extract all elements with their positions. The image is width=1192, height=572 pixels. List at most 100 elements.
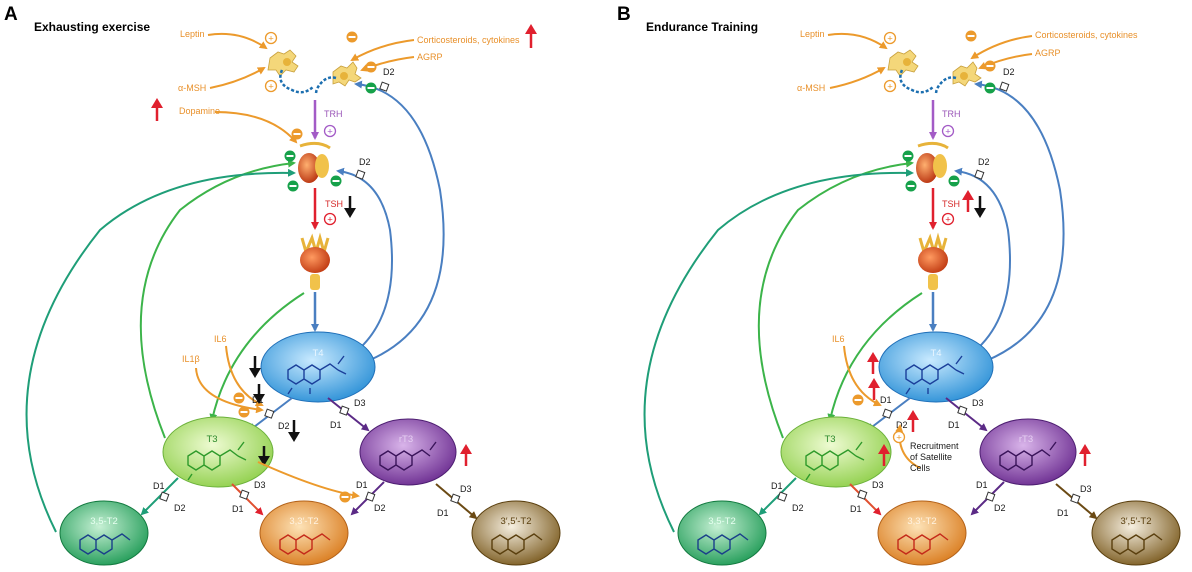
down-arrow-icon <box>974 196 986 218</box>
tsh-label: TSH <box>325 199 343 209</box>
rt3-hormone: rT3 <box>979 418 1077 486</box>
plus-circle-icon: + <box>264 31 278 45</box>
molecule-icon <box>79 533 131 555</box>
up-arrow-icon <box>907 410 919 432</box>
il1b-label: IL1β <box>182 354 200 364</box>
molecule-icon <box>491 533 543 555</box>
deiodinase-square-icon <box>974 169 985 180</box>
deiodinase-square-icon <box>999 81 1010 92</box>
up-arrow-icon <box>525 24 537 48</box>
d1-label: D1 <box>232 504 244 514</box>
plus-circle-icon: + <box>941 212 955 226</box>
d2-label: D2 <box>1003 67 1015 77</box>
minus-circle-icon <box>238 406 250 418</box>
deiodinase-square-icon <box>339 405 350 416</box>
t2-35-hormone: 3,5-T2 <box>677 500 767 566</box>
thyroid-gland-icon <box>300 232 330 290</box>
d1-label: D1 <box>356 480 368 490</box>
deiodinase-square-icon <box>239 489 250 500</box>
d1-label: D1 <box>330 420 342 430</box>
t3-hormone: T3 <box>780 416 892 488</box>
d2-label: D2 <box>978 157 990 167</box>
minus-circle-icon <box>852 394 864 406</box>
deiodinase-square-icon <box>1070 493 1081 504</box>
svg-text:+: + <box>268 82 274 93</box>
panel-b: B Endurance Training Leptin + α-MSH + Co… <box>617 4 1181 566</box>
up-arrow-icon <box>962 190 974 212</box>
svg-text:+: + <box>896 433 902 444</box>
leptin-label: Leptin <box>800 29 825 39</box>
rt3-label: rT3 <box>399 434 413 445</box>
molecule-icon <box>697 533 749 555</box>
plus-circle-icon: + <box>883 31 897 45</box>
panel-letter: B <box>617 4 631 25</box>
panel-title: Endurance Training <box>646 20 758 34</box>
il6-label: IL6 <box>832 334 845 344</box>
agrp-label: AGRP <box>417 52 443 62</box>
plus-circle-icon: + <box>264 79 278 93</box>
molecule-icon <box>805 441 865 481</box>
t2-35p-label: 3′,5′-T2 <box>500 516 531 527</box>
panel-letter: A <box>4 4 18 25</box>
t3-label: T3 <box>824 434 835 445</box>
t2-35-hormone: 3,5-T2 <box>59 500 149 566</box>
d2-label: D2 <box>174 503 186 513</box>
minus-circle-icon <box>346 31 358 43</box>
neuron-icon <box>267 49 362 95</box>
d1-label: D1 <box>1057 508 1069 518</box>
t3-label: T3 <box>206 434 217 445</box>
thyroid-gland-icon <box>918 232 948 290</box>
trh-label: TRH <box>942 109 961 119</box>
corticosteroids-label: Corticosteroids, cytokines <box>1035 30 1138 40</box>
minus-circle-icon <box>284 150 296 162</box>
minus-circle-icon <box>233 392 245 404</box>
d1-label: D1 <box>976 480 988 490</box>
d1-label: D1 <box>771 481 783 491</box>
up-arrow-icon <box>878 444 890 466</box>
molecule-icon <box>1111 533 1163 555</box>
satellite-label-3: Cells <box>910 463 931 473</box>
minus-circle-icon <box>365 82 377 94</box>
t2-33-hormone: 3,3′-T2 <box>259 500 349 566</box>
deiodinase-square-icon <box>379 81 390 92</box>
deiodinase-square-icon <box>957 405 968 416</box>
deiodinase-square-icon <box>365 491 376 502</box>
molecule-icon <box>279 533 331 555</box>
t2-35-label: 3,5-T2 <box>90 516 117 527</box>
t2-35p-hormone: 3′,5′-T2 <box>471 500 561 566</box>
d1-label: D1 <box>437 508 449 518</box>
t4-label: T4 <box>930 348 941 359</box>
d1-label: D1 <box>252 395 264 405</box>
deiodinase-square-icon <box>355 169 366 180</box>
d2-label: D2 <box>792 503 804 513</box>
plus-circle-icon: + <box>941 124 955 138</box>
molecule-icon <box>897 533 949 555</box>
minus-circle-icon <box>902 150 914 162</box>
t2-33-hormone: 3,3′-T2 <box>877 500 967 566</box>
plus-circle-icon: + <box>323 212 337 226</box>
t4-hormone: T4 <box>878 331 994 403</box>
deiodinase-square-icon <box>777 491 788 502</box>
d1-label: D1 <box>153 481 165 491</box>
minus-circle-icon <box>948 175 960 187</box>
deiodinase-square-icon <box>450 493 461 504</box>
t3-hormone: T3 <box>162 416 274 488</box>
t2-35-label: 3,5-T2 <box>708 516 735 527</box>
panel-title: Exhausting exercise <box>34 20 150 34</box>
il6-label: IL6 <box>214 334 227 344</box>
agrp-label: AGRP <box>1035 48 1061 58</box>
t2-35p-hormone: 3′,5′-T2 <box>1091 500 1181 566</box>
plus-circle-icon: + <box>883 79 897 93</box>
t4-hormone: T4 <box>260 331 376 403</box>
minus-circle-icon <box>984 60 996 72</box>
down-arrow-icon <box>253 384 265 404</box>
amsh-label: α-MSH <box>797 83 825 93</box>
trh-label: TRH <box>324 109 343 119</box>
d1-label: D1 <box>880 395 892 405</box>
minus-circle-icon <box>905 180 917 192</box>
down-arrow-icon <box>258 446 270 466</box>
deiodinase-square-icon <box>159 491 170 502</box>
molecule-icon <box>379 441 437 471</box>
satellite-label-2: of Satellite <box>910 452 952 462</box>
panel-a: A Exhausting exercise Leptin + α-MSH + C… <box>4 4 561 566</box>
